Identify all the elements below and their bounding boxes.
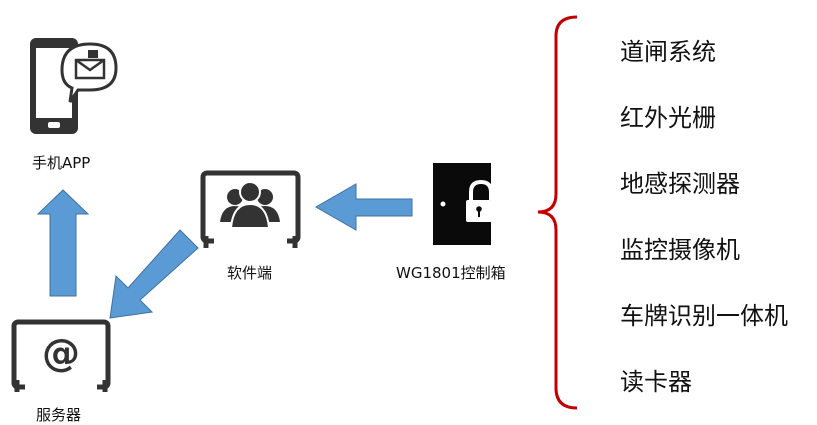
arrow-controller-to-software <box>314 183 413 231</box>
curly-brace <box>537 15 578 410</box>
server-label: 服务器 <box>36 406 82 424</box>
email-at-icon: @ <box>11 319 111 392</box>
system-item: 道闸系统 <box>620 38 716 66</box>
controller-label: WG1801控制箱 <box>396 264 506 282</box>
arrow-server-to-phone <box>36 189 90 297</box>
system-item: 监控摄像机 <box>620 236 740 264</box>
software-label: 软件端 <box>227 264 273 282</box>
door-lock-icon <box>433 163 493 245</box>
users-icon <box>200 170 301 248</box>
system-item: 车牌识别一体机 <box>620 302 788 330</box>
system-item: 地感探测器 <box>620 170 740 198</box>
system-item: 红外光栅 <box>620 104 716 132</box>
arrow-software-to-server <box>109 229 199 319</box>
phone-icon <box>30 38 118 134</box>
system-item: 读卡器 <box>620 368 692 396</box>
svg-text:@: @ <box>42 331 80 375</box>
phone-label: 手机APP <box>32 154 91 172</box>
